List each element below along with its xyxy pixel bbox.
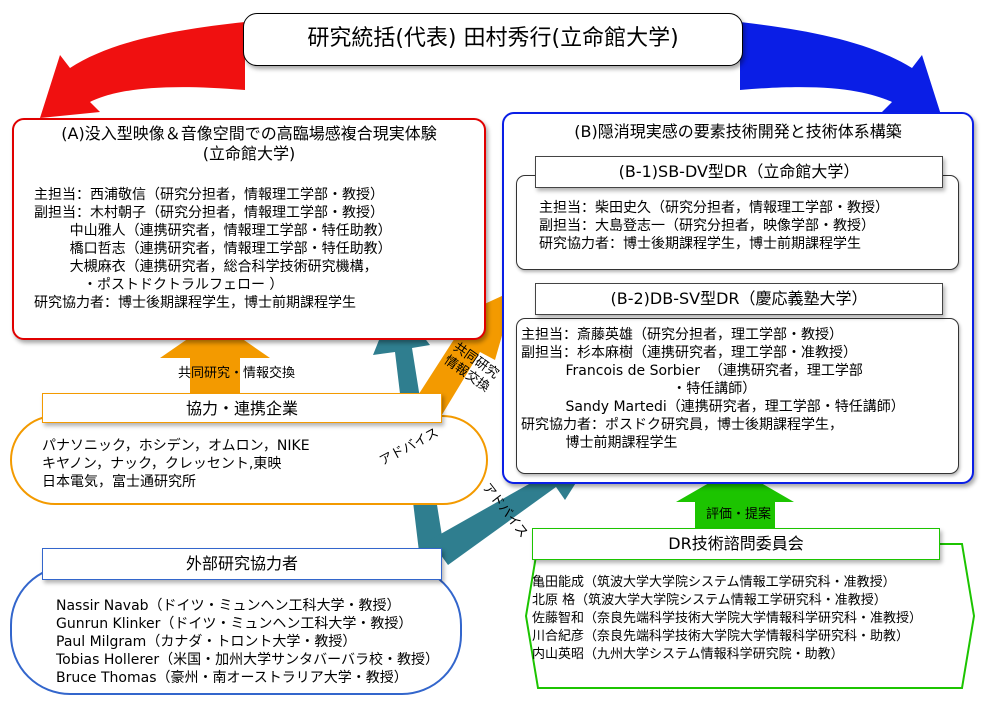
list-item: Bruce Thomas（豪州・南オーストラリア大学・教授） (56, 670, 408, 686)
list-item: Tobias Hollerer（米国・加州大学サンタバーバラ校・教授） (56, 652, 439, 668)
list-item: 主担当：柴田史久（研究分担者，情報理工学部・教授） (539, 200, 889, 216)
external-panel: Nassir Navab（ドイツ・ミュンヘン工科大学・教授） Gunrun Kl… (10, 565, 462, 695)
list-item: Francois de Sorbier （連携研究者，理工学部 (521, 363, 863, 379)
panel-b1-title-text: (B-1)SB-DV型DR（立命館大学） (618, 162, 860, 181)
orange-diagonal-arrow (415, 290, 515, 418)
list-item: キヤノン，ナック，クレッセント,東映 (42, 456, 282, 472)
partners-title-text: 協力・連携企業 (185, 399, 298, 418)
list-item: 日本電気，富士通研究所 (42, 474, 196, 490)
committee-title-text: DR技術諮問委員会 (668, 534, 804, 553)
partners-list: パナソニック，ホシデン，オムロン，NIKE キヤノン，ナック，クレッセント,東映… (42, 437, 310, 491)
external-title: 外部研究協力者 (42, 548, 442, 580)
panel-b2-title: (B-2)DB-SV型DR（慶応義塾大学） (535, 283, 943, 315)
red-curved-arrow (40, 22, 245, 118)
panel-a-title: (A)没入型映像＆音像空間での高臨場感複合現実体験 (61, 124, 437, 143)
list-item: 内山英昭（九州大学システム情報科学研究院・助教） (532, 647, 844, 662)
list-item: 研究協力者：博士後期課程学生，博士前期課程学生 (34, 295, 356, 311)
list-item: 研究協力者：ポスドク研究員，博士後期課程学生， (521, 417, 843, 433)
panel-b2: 主担当：斎藤英雄（研究分担者，理工学部・教授） 副担当：杉本麻樹（連携研究者，理… (516, 318, 959, 474)
list-item: ・特任講師） (521, 381, 757, 397)
committee-list: 亀田能成（筑波大学大学院システム情報工学研究科・准教授） 北原 格（筑波大学大学… (532, 574, 922, 664)
panel-a: (A)没入型映像＆音像空間での高臨場感複合現実体験 (立命館大学) 主担当：西浦… (12, 118, 486, 340)
panel-b-title: (B)隠消現実感の要素技術開発と技術体系構築 (574, 122, 902, 141)
list-item: 佐藤智和（奈良先端科学技術大学院大学情報科学研究科・准教授） (532, 611, 923, 626)
green-up-arrow (676, 468, 794, 530)
panel-b1-title: (B-1)SB-DV型DR（立命館大学） (535, 156, 943, 188)
joint-exchange-label-a: 共同研究・情報交換 (178, 366, 296, 381)
list-item: 副担当：杉本麻樹（連携研究者，理工学部・准教授） (521, 345, 857, 361)
list-item: Gunrun Klinker（ドイツ・ミュンヘン工科大学・教授） (56, 616, 413, 632)
principal-investigator-box: 研究統括(代表) 田村秀行(立命館大学) (243, 13, 743, 66)
list-item: 副担当：大島登志一（研究分担者，映像学部・教授） (539, 218, 875, 234)
list-item: 川合紀彦（奈良先端科学技術大学院大学情報科学研究科・助教） (532, 629, 910, 644)
panel-a-member-list: 主担当：西浦敬信（研究分担者，情報理工学部・教授） 副担当：木村朝子（研究分担者… (34, 186, 392, 312)
list-item: ・ポストドクトラルフェロー ） (34, 277, 284, 293)
list-item: Sandy Martedi（連携研究者，理工学部・特任講師） (521, 399, 905, 415)
panel-b1-member-list: 主担当：柴田史久（研究分担者，情報理工学部・教授） 副担当：大島登志一（研究分担… (539, 199, 889, 253)
list-item: 博士前期課程学生 (521, 435, 678, 451)
list-item: 副担当：木村朝子（研究分担者，情報理工学部・教授） (34, 205, 384, 221)
committee-frame (524, 543, 976, 689)
list-item: Paul Milgram（カナダ・トロント大学・教授） (56, 634, 357, 650)
panel-b2-title-text: (B-2)DB-SV型DR（慶応義塾大学） (610, 289, 868, 308)
external-title-text: 外部研究協力者 (185, 554, 298, 573)
list-item: 亀田能成（筑波大学大学院システム情報工学研究科・准教授） (532, 575, 896, 590)
list-item: パナソニック，ホシデン，オムロン，NIKE (42, 438, 310, 454)
external-list: Nassir Navab（ドイツ・ミュンヘン工科大学・教授） Gunrun Kl… (56, 597, 439, 687)
orange-up-arrow (160, 320, 270, 394)
page-title: 研究統括(代表) 田村秀行(立命館大学) (307, 26, 679, 51)
list-item: 北原 格（筑波大学大学院システム情報工学研究科・准教授） (532, 593, 887, 608)
list-item: 大槻麻衣（連携研究者，総合科学技術研究機構， (34, 259, 378, 275)
evaluation-label: 評価・提案 (706, 507, 772, 522)
list-item: 主担当：斎藤英雄（研究分担者，理工学部・教授） (521, 327, 843, 343)
list-item: 主担当：西浦敬信（研究分担者，情報理工学部・教授） (34, 187, 384, 203)
blue-curved-arrow (740, 22, 942, 118)
list-item: Nassir Navab（ドイツ・ミュンヘン工科大学・教授） (56, 598, 401, 614)
list-item: 橋口哲志（連携研究者，情報理工学部・特任助教） (34, 241, 392, 257)
panel-b2-member-list: 主担当：斎藤英雄（研究分担者，理工学部・教授） 副担当：杉本麻樹（連携研究者，理… (521, 326, 905, 452)
partners-title: 協力・連携企業 (42, 393, 442, 423)
partners-panel: パナソニック，ホシデン，オムロン，NIKE キヤノン，ナック，クレッセント,東映… (10, 415, 488, 505)
panel-b1: 主担当：柴田史久（研究分担者，情報理工学部・教授） 副担当：大島登志一（研究分担… (516, 175, 959, 270)
list-item: 中山雅人（連携研究者，情報理工学部・特任助教） (34, 223, 392, 239)
committee-title: DR技術諮問委員会 (532, 528, 940, 560)
list-item: 研究協力者：博士後期課程学生，博士前期課程学生 (539, 236, 861, 252)
panel-a-subtitle: (立命館大学) (202, 144, 296, 163)
